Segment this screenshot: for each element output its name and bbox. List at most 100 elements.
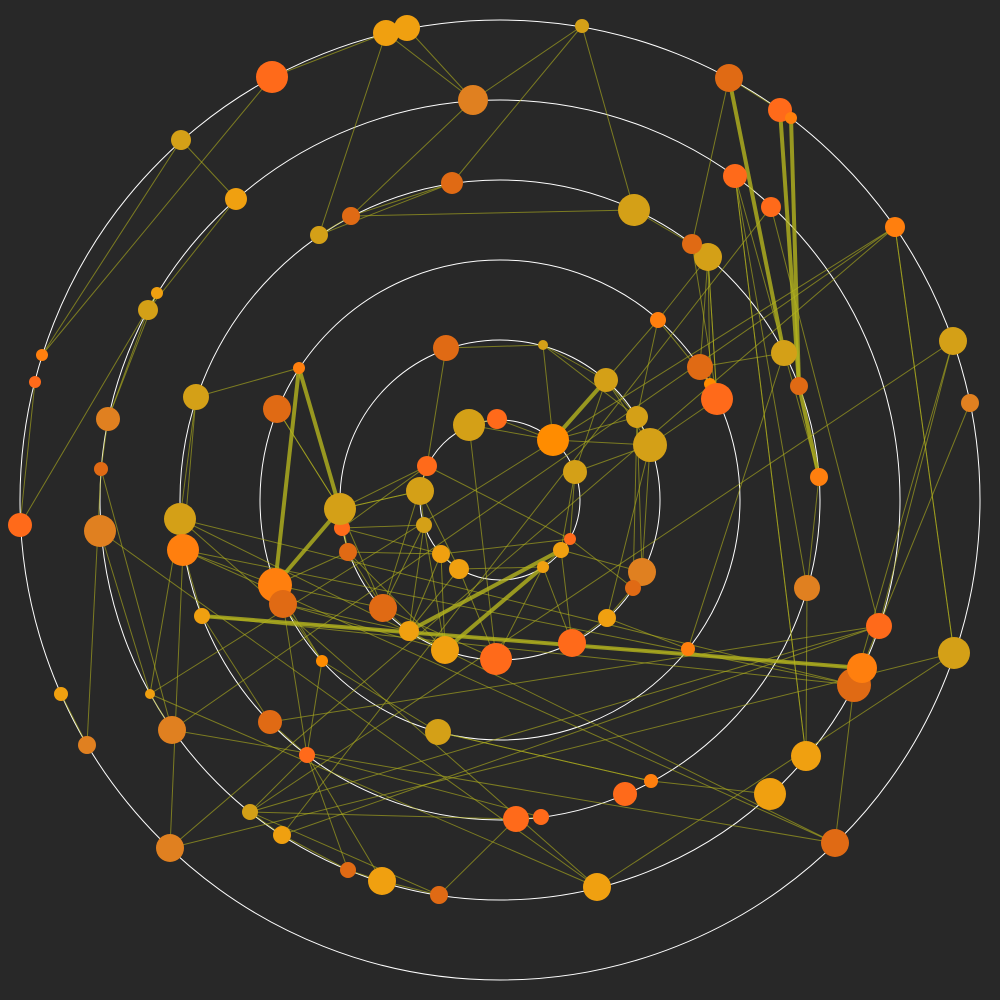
node-64 bbox=[441, 172, 463, 194]
node-82 bbox=[723, 164, 747, 188]
edge-187 bbox=[451, 25, 583, 184]
node-4 bbox=[432, 545, 450, 563]
node-9 bbox=[563, 460, 587, 484]
node-50 bbox=[503, 806, 529, 832]
node-6 bbox=[537, 561, 549, 573]
edge-62 bbox=[306, 754, 349, 871]
node-89 bbox=[373, 20, 399, 46]
edge-149 bbox=[834, 684, 855, 844]
ring-layer bbox=[19, 19, 981, 981]
edge-192 bbox=[201, 615, 863, 669]
node-55 bbox=[791, 741, 821, 771]
node-26 bbox=[324, 493, 356, 525]
edge-145 bbox=[171, 729, 836, 844]
edge-196 bbox=[894, 226, 955, 654]
edge-105 bbox=[182, 549, 855, 686]
edge-184 bbox=[581, 25, 635, 211]
node-20 bbox=[480, 643, 512, 675]
edge-92 bbox=[408, 553, 442, 632]
edge-110 bbox=[249, 625, 880, 813]
node-2 bbox=[406, 477, 434, 505]
ring-3 bbox=[259, 259, 741, 741]
edge-6 bbox=[408, 524, 425, 632]
node-52 bbox=[613, 782, 637, 806]
edge-23 bbox=[605, 319, 659, 381]
node-18 bbox=[598, 609, 616, 627]
edge-20 bbox=[542, 344, 638, 418]
edge-182 bbox=[734, 175, 807, 757]
edge-58 bbox=[321, 660, 439, 733]
node-75 bbox=[156, 834, 184, 862]
edge-36 bbox=[495, 566, 544, 660]
node-49 bbox=[430, 886, 448, 904]
edge-134 bbox=[318, 32, 387, 236]
node-60 bbox=[687, 354, 713, 380]
edge-168 bbox=[19, 381, 36, 526]
edge-108 bbox=[269, 625, 880, 723]
node-1 bbox=[417, 456, 437, 476]
node-68 bbox=[138, 300, 158, 320]
node-66 bbox=[310, 226, 328, 244]
node-11 bbox=[433, 335, 459, 361]
node-70 bbox=[96, 407, 120, 431]
edge-14 bbox=[574, 379, 607, 473]
edge-33 bbox=[606, 617, 689, 650]
edge-197 bbox=[249, 340, 954, 813]
edge-161 bbox=[406, 27, 474, 101]
node-13 bbox=[594, 368, 618, 392]
node-65 bbox=[342, 207, 360, 225]
node-21 bbox=[431, 636, 459, 664]
node-layer bbox=[8, 15, 979, 904]
node-56 bbox=[794, 575, 820, 601]
edge-153 bbox=[770, 206, 880, 627]
edge-138 bbox=[19, 292, 158, 526]
node-99 bbox=[939, 327, 967, 355]
edge-163 bbox=[472, 25, 583, 101]
edge-170 bbox=[86, 468, 102, 746]
node-45 bbox=[242, 804, 258, 820]
node-8 bbox=[564, 533, 576, 545]
edge-106 bbox=[201, 615, 271, 723]
node-15 bbox=[633, 428, 667, 462]
edge-174 bbox=[249, 811, 517, 820]
node-44 bbox=[258, 710, 282, 734]
node-95 bbox=[54, 687, 68, 701]
edge-132 bbox=[318, 182, 453, 236]
edge-127 bbox=[699, 256, 709, 368]
node-57 bbox=[810, 468, 828, 486]
node-40 bbox=[183, 384, 209, 410]
edge-179 bbox=[707, 256, 718, 400]
node-90 bbox=[256, 61, 288, 93]
edge-166 bbox=[41, 76, 273, 356]
edge-47 bbox=[339, 465, 428, 510]
node-97 bbox=[938, 637, 970, 669]
node-7 bbox=[553, 542, 569, 558]
node-16 bbox=[628, 558, 656, 586]
edge-76 bbox=[341, 527, 442, 555]
edge-96 bbox=[274, 584, 384, 609]
node-33 bbox=[299, 747, 315, 763]
node-59 bbox=[771, 340, 797, 366]
ring-4 bbox=[179, 179, 821, 821]
node-36 bbox=[650, 312, 666, 328]
node-85 bbox=[715, 64, 743, 92]
edge-190 bbox=[179, 518, 855, 686]
edge-39 bbox=[408, 548, 562, 633]
edge-195 bbox=[878, 402, 971, 627]
node-71 bbox=[94, 462, 108, 476]
edge-188 bbox=[149, 693, 598, 888]
edge-75 bbox=[341, 524, 425, 529]
node-46 bbox=[273, 826, 291, 844]
node-53 bbox=[644, 774, 658, 788]
edge-148 bbox=[596, 652, 955, 888]
edge-91 bbox=[458, 568, 497, 660]
edge-131 bbox=[350, 182, 453, 217]
node-98 bbox=[885, 217, 905, 237]
edge-86 bbox=[641, 444, 651, 573]
node-43 bbox=[194, 608, 210, 624]
node-91 bbox=[171, 130, 191, 150]
edge-60 bbox=[282, 603, 308, 756]
node-58 bbox=[790, 377, 808, 395]
